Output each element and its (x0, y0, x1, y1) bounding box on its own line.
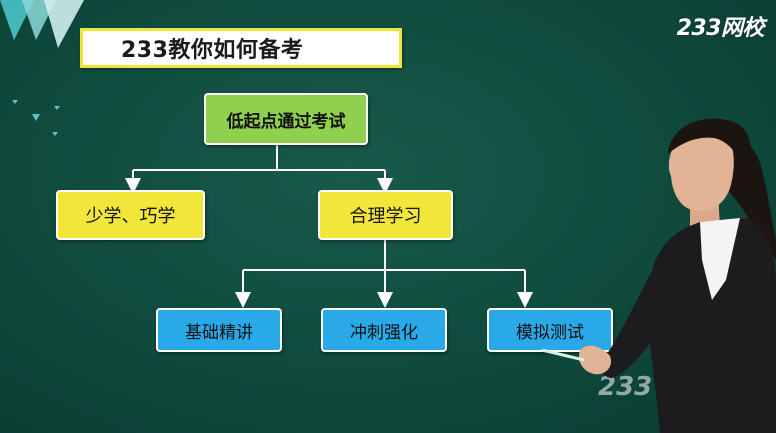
brand-logo: 233网校 (676, 16, 765, 41)
diagram-node-root: 低起点通过考试 (204, 93, 368, 145)
diagram-node-level2-1-label: 少学、巧学 (85, 206, 176, 227)
diagram-node-level3-2-label: 冲刺强化 (350, 322, 418, 343)
lesson-title-box: 233教你如何备考 (80, 28, 402, 68)
diagram-node-level2-2-label: 合理学习 (349, 206, 422, 227)
lesson-title: 233教你如何备考 (121, 38, 304, 63)
diagram-node-level2-1: 少学、巧学 (56, 190, 205, 240)
diagram-node-level3-2: 冲刺强化 (321, 308, 447, 352)
diagram-node-level3-1: 基础精讲 (156, 308, 282, 352)
diagram-node-root-label: 低起点通过考试 (226, 111, 346, 132)
watermark: 233 (598, 372, 653, 402)
diagram-node-level3-3: 模拟测试 (487, 308, 613, 352)
diagram-node-level3-3-label: 模拟测试 (516, 322, 584, 343)
corner-logo-icon (0, 0, 84, 48)
diagram-node-level2-2: 合理学习 (318, 190, 453, 240)
diagram-node-level3-1-label: 基础精讲 (185, 322, 253, 343)
presenter-figure (541, 118, 776, 433)
